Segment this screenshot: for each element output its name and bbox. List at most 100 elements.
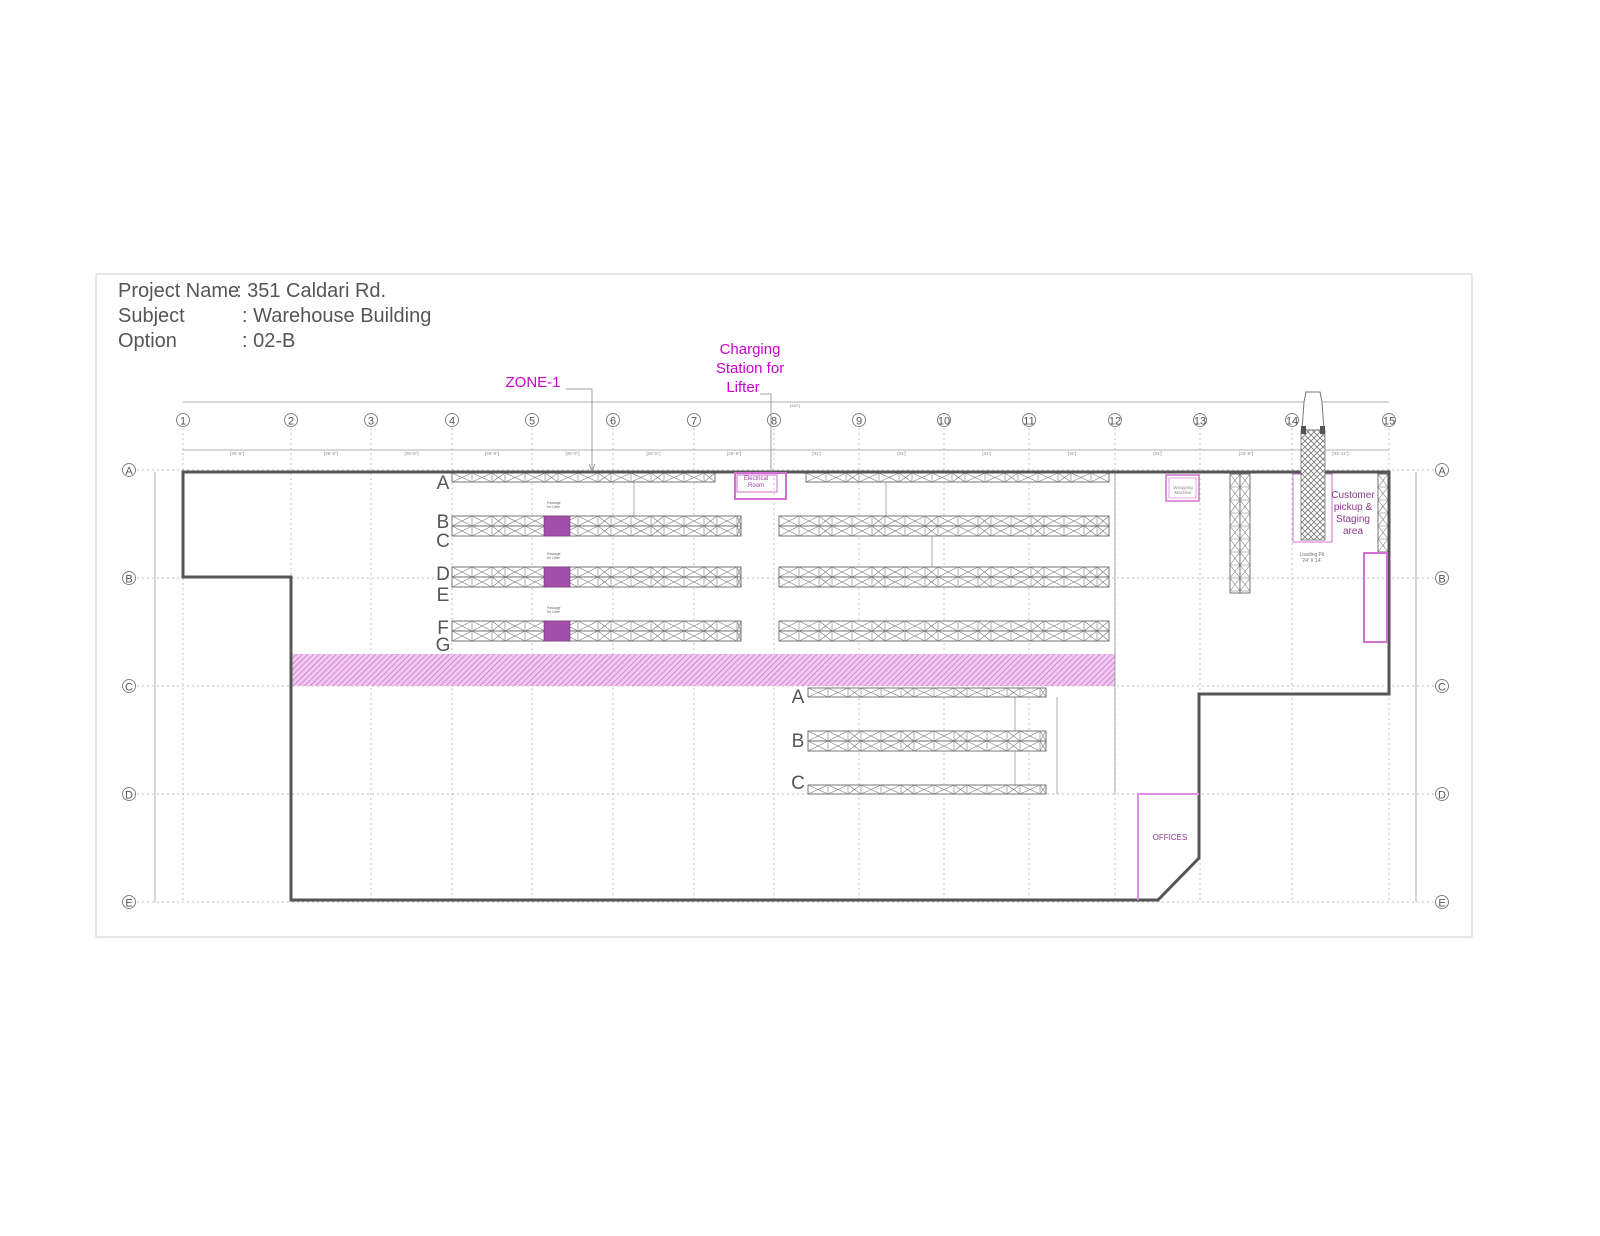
main-aisle-hatch	[291, 654, 1115, 686]
offices-label: OFFICES	[1153, 833, 1188, 842]
column-dimension: [26'-5"]	[485, 451, 499, 456]
rack-row-label: G	[436, 635, 451, 656]
loading-pit: Loading Pit 24' X 14'	[1292, 391, 1333, 564]
rack	[778, 515, 1110, 527]
electrical-room-label: Electrical	[744, 476, 768, 482]
rack-row-label: B	[437, 512, 450, 533]
rack	[807, 730, 1047, 742]
grid-column-label: 7	[691, 416, 697, 428]
zone-callout: ZONE-1	[505, 374, 596, 473]
passage-for-lifter	[543, 620, 571, 642]
rack-row-label: A	[437, 473, 450, 494]
subject-label: Subject	[118, 305, 185, 327]
grid-bubble	[445, 413, 459, 427]
truck-icon	[1301, 391, 1325, 431]
subject-line: Subject: Warehouse Building	[118, 304, 431, 329]
column-dimension: [33'-11"]	[1332, 451, 1348, 456]
wrapping-label: Wrapping	[1173, 485, 1193, 490]
grid-bubble	[1193, 413, 1207, 427]
grid-bubble	[937, 413, 951, 427]
grid-bubble	[122, 787, 136, 801]
grid-bubble	[122, 895, 136, 909]
rack	[451, 525, 742, 537]
column-dimension: [31']	[812, 451, 820, 456]
rack	[807, 687, 1047, 698]
building-outline	[181, 470, 1391, 902]
project-name-value: : 351 Caldari Rd.	[236, 280, 387, 302]
project-name-line: Project Name: 351 Caldari Rd.	[118, 279, 386, 304]
rack	[451, 472, 716, 483]
rack	[451, 620, 742, 632]
rack	[1229, 473, 1241, 594]
rack	[778, 630, 1110, 642]
rack	[805, 472, 1110, 483]
rack	[451, 566, 742, 578]
grid-bubble	[1108, 413, 1122, 427]
grid-bubble	[176, 413, 190, 427]
grid-bubble	[364, 413, 378, 427]
passage-for-lifter	[543, 515, 571, 537]
grid-bubble	[1022, 413, 1036, 427]
charging-station-callout: Charging Station for Lifter	[716, 341, 784, 472]
grid-column-label: 10	[938, 416, 950, 428]
grid-column-label: 3	[368, 416, 374, 428]
grid-bubble	[606, 413, 620, 427]
passage-label: for Lifter	[547, 610, 561, 614]
grid-bubble	[525, 413, 539, 427]
column-dimension: [31']	[1153, 451, 1161, 456]
charging-label-1: Charging	[720, 341, 781, 358]
column-dimension: [26'-5"]	[647, 451, 661, 456]
grid-column-label: 13	[1194, 416, 1206, 428]
offices: OFFICES	[1137, 793, 1199, 900]
loading-pit-label: Loading Pit	[1299, 552, 1325, 558]
customer-label-3: Staging	[1336, 514, 1370, 525]
grid-bubble	[1285, 413, 1299, 427]
rack-row-label: C	[436, 531, 450, 552]
customer-pickup-area: Customer pickup & Staging area	[1331, 490, 1375, 537]
column-dimension: [26'-5"]	[405, 451, 419, 456]
rack-row-label-lower: C	[791, 773, 805, 794]
grid-bubble	[122, 679, 136, 693]
grid-column-label: 5	[529, 416, 535, 428]
rack	[778, 576, 1110, 588]
column-dimension: [26'-5"]	[566, 451, 580, 456]
loading-pit-size: 24' X 14'	[1302, 558, 1321, 564]
grid-bubble	[687, 413, 701, 427]
column-dimension: [31']	[1068, 451, 1076, 456]
grid-row-label: E	[1438, 898, 1445, 910]
customer-label-4: area	[1343, 526, 1363, 537]
grid-column-label: 15	[1383, 416, 1395, 428]
grid-bubble	[1435, 571, 1449, 585]
rack-row-label: D	[436, 564, 450, 585]
passage-label: for Lifter	[547, 505, 561, 509]
grid-bubble	[852, 413, 866, 427]
rack	[1377, 473, 1389, 553]
column-dimension: [33'-5"]	[1239, 451, 1253, 456]
grid-column-label: 11	[1023, 416, 1034, 428]
sheet-frame	[95, 273, 1473, 938]
rack-row-label-lower: A	[792, 687, 805, 708]
option-line: Option: 02-B	[118, 329, 295, 354]
rack	[451, 630, 742, 642]
wrapping-machine: Wrapping Machine	[1165, 474, 1200, 502]
rack	[807, 740, 1047, 752]
option-value: : 02-B	[242, 330, 296, 352]
rack	[807, 784, 1047, 795]
grid-column-label: 6	[610, 416, 616, 428]
grid-column-label: 8	[771, 416, 777, 428]
passage-label: Passage	[547, 552, 561, 556]
rack	[451, 576, 742, 588]
charging-label-2: Station for	[716, 360, 784, 377]
passage-label: Passage	[547, 606, 561, 610]
grid-row-label: D	[125, 790, 133, 802]
rack	[778, 566, 1110, 578]
column-dimension: [26'-5"]	[324, 451, 338, 456]
electrical-room-label-2: Room	[748, 483, 764, 489]
rack	[778, 620, 1110, 632]
grid-row-label: C	[125, 682, 133, 694]
passage-for-lifter	[543, 566, 571, 588]
grid-row-label: A	[1438, 466, 1446, 478]
passage-label: for Lifter	[547, 556, 561, 560]
